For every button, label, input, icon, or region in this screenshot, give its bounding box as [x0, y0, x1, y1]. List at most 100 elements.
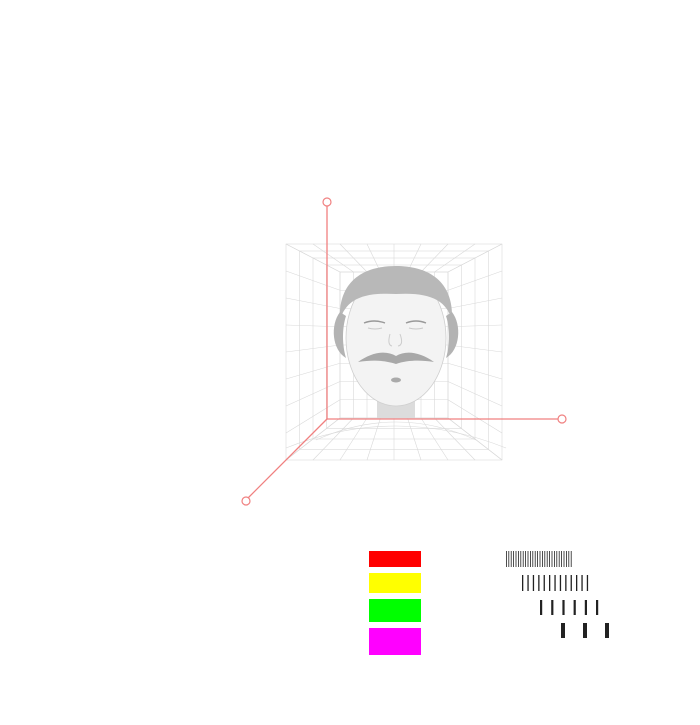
resolution-bar — [518, 551, 519, 567]
green-swatch — [369, 599, 421, 622]
grid-line — [447, 381, 503, 407]
grid-line — [447, 399, 503, 434]
resolution-bar — [549, 551, 550, 567]
x-axis-handle-icon[interactable] — [557, 414, 567, 424]
resolution-bar — [543, 575, 545, 591]
resolution-bar — [559, 575, 562, 591]
resolution-bar — [538, 575, 540, 591]
hair — [339, 266, 453, 320]
grid-line — [447, 297, 503, 309]
grid-line — [312, 243, 354, 273]
resolution-bar — [586, 575, 589, 591]
resolution-bar — [537, 551, 538, 567]
resolution-bar — [530, 551, 531, 567]
resolution-bar — [540, 600, 543, 615]
floor-arc — [285, 425, 507, 449]
resolution-bar — [584, 600, 587, 615]
bar-group-coarse — [540, 600, 599, 615]
right-eye — [405, 320, 427, 324]
resolution-bar — [508, 551, 510, 567]
grid-line — [420, 243, 449, 273]
resolution-bar — [554, 575, 556, 591]
grid-line — [434, 417, 476, 461]
resolution-bar — [544, 551, 546, 567]
resolution-bar — [568, 551, 570, 567]
grid-line — [339, 243, 368, 273]
resolution-bar — [534, 551, 536, 567]
right-ear — [446, 312, 459, 358]
grid-line — [285, 324, 341, 328]
resolution-bar — [554, 551, 555, 567]
resolution-bar — [515, 551, 517, 567]
resolution-bar — [558, 551, 560, 567]
grid-line — [285, 270, 341, 291]
grid-line — [285, 297, 341, 309]
grid-line — [285, 344, 341, 353]
grid-line — [447, 417, 503, 461]
resolution-bar — [596, 600, 599, 615]
resolution-bar — [605, 623, 609, 638]
magenta-swatch — [369, 628, 421, 655]
grid-line — [447, 344, 503, 353]
resolution-bar — [561, 551, 562, 567]
resolution-bar — [556, 551, 558, 567]
resolution-bar — [576, 575, 578, 591]
resolution-bar — [566, 551, 567, 567]
resolution-bar — [561, 623, 565, 638]
resolution-bar — [583, 623, 587, 638]
yellow-swatch — [369, 573, 421, 593]
grid-line — [447, 362, 503, 380]
resolution-bar — [522, 551, 524, 567]
resolution-bar — [563, 551, 565, 567]
grid-line — [366, 417, 381, 461]
grid-line — [285, 362, 341, 380]
floor-arc — [315, 421, 477, 441]
right-eyelid — [408, 327, 424, 330]
resolution-bar — [570, 575, 572, 591]
red-swatch — [369, 551, 421, 567]
grid-line — [285, 417, 341, 461]
resolution-bars — [506, 551, 609, 638]
resolution-bar — [506, 551, 507, 567]
resolution-bar — [546, 551, 548, 567]
resolution-bar — [570, 551, 572, 567]
left-eyelid — [367, 327, 383, 330]
left-ear — [333, 312, 346, 358]
grid-line — [447, 243, 503, 273]
resolution-bar — [551, 600, 554, 615]
grid-line — [285, 381, 341, 407]
bar-group-thick — [561, 623, 609, 638]
resolution-bar — [525, 551, 526, 567]
grid-line — [447, 270, 503, 291]
grid-line — [407, 417, 422, 461]
nose — [388, 333, 403, 347]
resolution-bar — [520, 551, 522, 567]
resolution-bar — [510, 551, 512, 567]
z-axis-handle-icon[interactable] — [241, 496, 251, 506]
resolution-bar — [532, 575, 535, 591]
resolution-bar — [522, 575, 524, 591]
grid-line — [420, 417, 449, 461]
resolution-bar — [513, 551, 514, 567]
resolution-bar — [542, 551, 543, 567]
moustache — [358, 352, 434, 364]
resolution-bar — [581, 575, 583, 591]
grid-line — [285, 399, 341, 434]
resolution-bar — [573, 600, 576, 615]
z-axis — [245, 418, 328, 501]
grid-line — [312, 417, 354, 461]
resolution-bar — [527, 551, 529, 567]
resolution-bar — [565, 575, 567, 591]
bar-group-medium — [522, 575, 589, 591]
grid-line — [434, 243, 476, 273]
bar-group-fine — [506, 551, 572, 567]
y-axis-handle-icon[interactable] — [322, 197, 332, 207]
mouth — [391, 377, 401, 383]
resolution-bar — [527, 575, 529, 591]
resolution-bar — [532, 551, 534, 567]
resolution-bar — [551, 551, 553, 567]
head-icon — [333, 266, 459, 418]
grid-line — [285, 243, 341, 273]
resolution-bar — [539, 551, 541, 567]
left-eye — [363, 320, 386, 324]
